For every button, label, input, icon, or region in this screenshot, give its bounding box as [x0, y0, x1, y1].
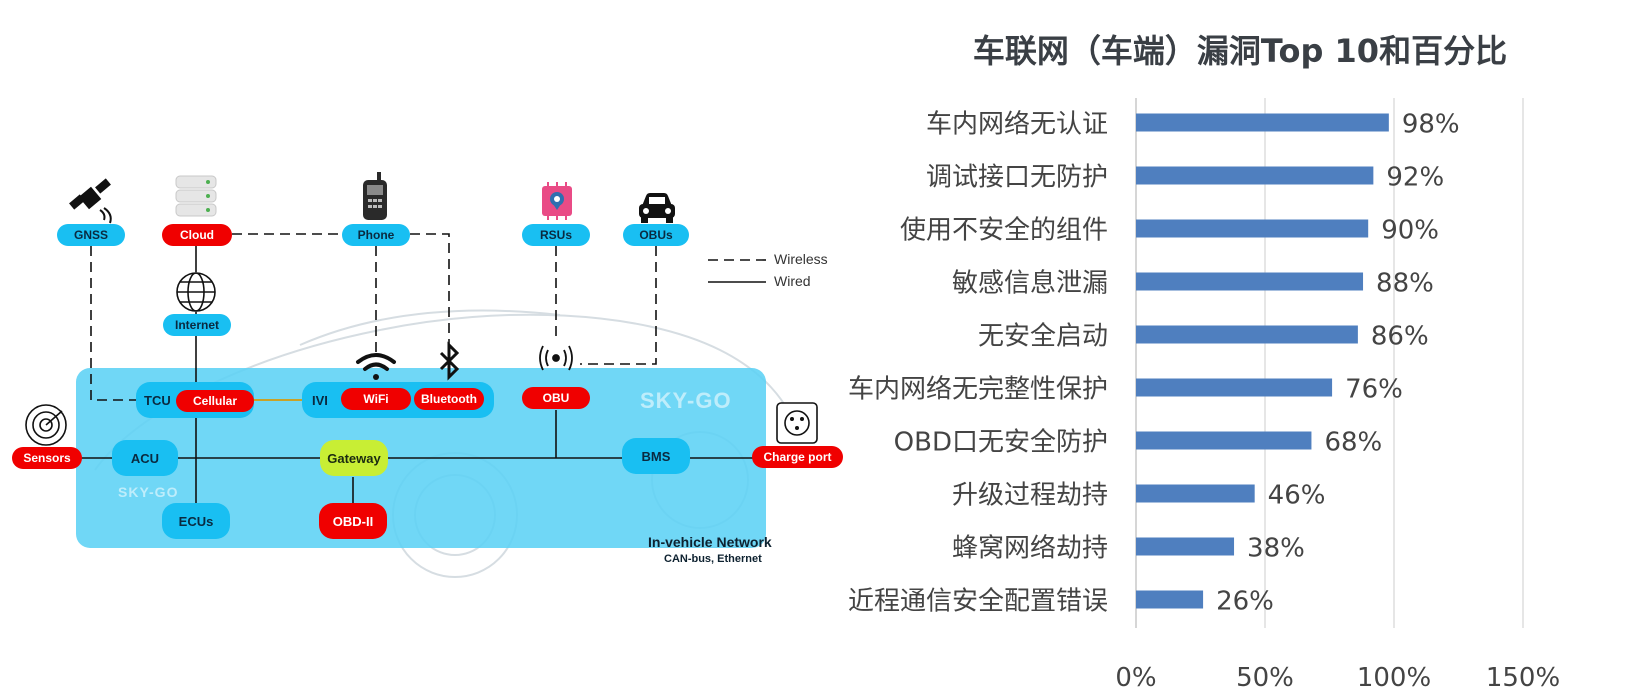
node-charge-port: Charge port: [752, 446, 843, 468]
bar: [1136, 537, 1235, 556]
bar: [1136, 590, 1204, 609]
globe-icon: [176, 272, 216, 312]
data-label: 46%: [1268, 481, 1326, 511]
data-label: 76%: [1345, 375, 1403, 405]
node-phone: Phone: [342, 224, 410, 246]
category-label: 调试接口无防护: [926, 163, 1108, 193]
bar: [1136, 431, 1312, 450]
node-wifi: WiFi: [341, 388, 411, 410]
node-ecus: ECUs: [162, 503, 230, 539]
data-label: 26%: [1216, 587, 1274, 617]
x-tick-label: 0%: [1115, 663, 1156, 693]
tcu-label: TCU: [144, 392, 171, 408]
node-internet: Internet: [163, 314, 231, 336]
wireless-links: [90, 233, 657, 401]
watermark-text-small: SKY-GO: [118, 484, 179, 500]
category-label: 蜂窝网络劫持: [952, 534, 1108, 564]
bar: [1136, 219, 1369, 238]
network-title: In-vehicle Network: [648, 534, 772, 550]
category-label: 升级过程劫持: [952, 481, 1108, 511]
x-tick-label: 150%: [1486, 663, 1560, 693]
category-label: 使用不安全的组件: [900, 216, 1108, 246]
data-label: 38%: [1247, 534, 1305, 564]
data-label: 88%: [1376, 269, 1434, 299]
node-obu: OBU: [522, 387, 590, 409]
legend-wired-label: Wired: [774, 273, 811, 289]
x-tick-label: 100%: [1357, 663, 1431, 693]
network-subtitle: CAN-bus, Ethernet: [664, 553, 762, 565]
node-sensors: Sensors: [12, 447, 82, 469]
data-label: 86%: [1371, 322, 1429, 352]
node-rsus: RSUs: [522, 224, 590, 246]
wifi-icon: [356, 353, 396, 380]
data-label: 92%: [1386, 163, 1444, 193]
node-cellular: Cellular: [176, 390, 254, 412]
antenna-broadcast-icon: [539, 345, 573, 371]
chip-icon: [542, 182, 572, 220]
server-icon: [175, 175, 217, 217]
category-label: OBD口无安全防护: [894, 428, 1108, 458]
node-bms: BMS: [622, 438, 690, 474]
x-tick-label: 50%: [1236, 663, 1294, 693]
radar-sensor-icon: [25, 404, 67, 446]
bar: [1136, 325, 1358, 344]
node-bluetooth: Bluetooth: [414, 388, 484, 410]
bar: [1136, 484, 1255, 503]
ivi-label: IVI: [312, 392, 328, 408]
bar: [1136, 378, 1333, 397]
category-label: 敏感信息泄漏: [952, 269, 1108, 299]
node-gateway: Gateway: [320, 440, 388, 476]
charging-socket-icon: [776, 402, 818, 444]
legend-wireless-label: Wireless: [774, 251, 828, 267]
node-obd2: OBD-II: [319, 503, 387, 539]
bar: [1136, 113, 1389, 132]
chart-title: 车联网（车端）漏洞Top 10和百分比: [972, 32, 1508, 70]
node-obus: OBUs: [623, 224, 689, 246]
category-label: 车内网络无认证: [926, 110, 1108, 140]
car-icon: [639, 193, 675, 223]
bar: [1136, 166, 1374, 185]
category-label: 车内网络无完整性保护: [848, 375, 1108, 405]
category-label: 近程通信安全配置错误: [848, 587, 1108, 617]
node-cloud: Cloud: [162, 224, 232, 246]
satellite-icon: [69, 178, 112, 224]
data-label: 68%: [1324, 428, 1382, 458]
watermark-text: SKY-GO: [640, 388, 732, 413]
node-acu: ACU: [112, 440, 178, 476]
category-label: 无安全启动: [978, 322, 1108, 352]
node-gnss: GNSS: [57, 224, 125, 246]
data-label: 98%: [1402, 110, 1460, 140]
mobile-phone-icon: [363, 172, 387, 220]
bar: [1136, 272, 1364, 291]
bluetooth-icon: [439, 341, 460, 381]
data-label: 90%: [1381, 216, 1439, 246]
